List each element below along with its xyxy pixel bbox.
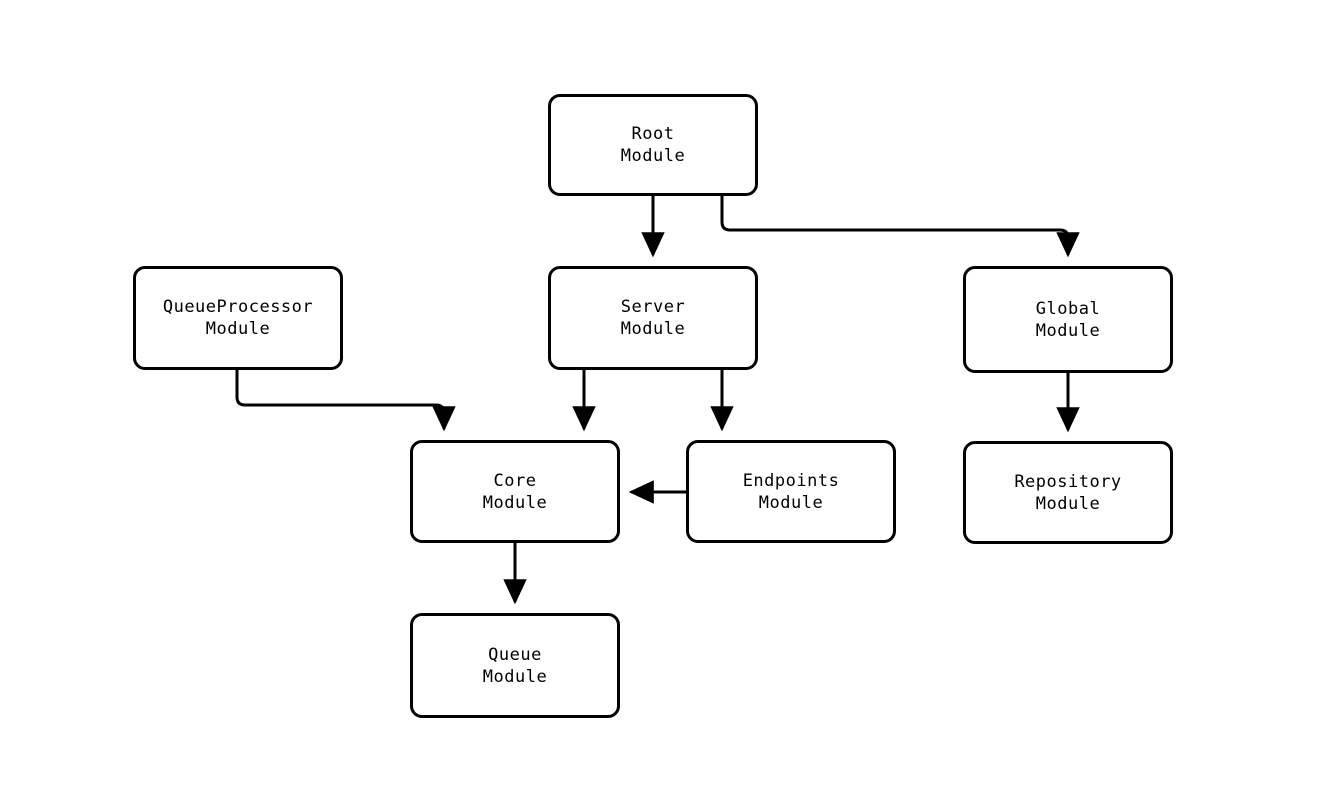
node-root-module[interactable]: Root Module (548, 94, 758, 196)
node-queue-module-label-line2: Module (482, 666, 548, 687)
node-repository-module-label-line2: Module (1035, 493, 1101, 514)
node-global-module-label-line1: Global (1035, 298, 1101, 319)
node-queue-module-label-line1: Queue (488, 644, 542, 665)
edge-queueprocessor-to-core (235, 370, 456, 432)
edge-root-to-global (720, 196, 1080, 258)
node-global-module-label-line2: Module (1035, 320, 1101, 341)
node-endpoints-module[interactable]: Endpoints Module (686, 440, 896, 543)
node-repository-module[interactable]: Repository Module (963, 441, 1173, 544)
node-server-module-label-line1: Server (620, 297, 686, 317)
node-endpoints-module-label-line2: Module (758, 492, 824, 513)
node-server-module[interactable]: Server Module (548, 266, 758, 370)
node-core-module-label-line2: Module (482, 492, 548, 513)
node-core-module[interactable]: Core Module (410, 440, 620, 543)
node-queueprocessor-module-label-line2: Module (205, 319, 271, 339)
node-root-module-label-line2: Module (620, 146, 686, 166)
node-server-module-label-line2: Module (620, 319, 686, 339)
node-queue-module[interactable]: Queue Module (410, 613, 620, 718)
node-root-module-label-line1: Root (631, 124, 675, 144)
node-global-module[interactable]: Global Module (963, 266, 1173, 373)
node-queueprocessor-module[interactable]: QueueProcessor Module (133, 266, 343, 370)
node-core-module-label-line1: Core (493, 470, 537, 491)
node-endpoints-module-label-line1: Endpoints (742, 470, 840, 491)
node-queueprocessor-module-label-line1: QueueProcessor (162, 297, 314, 317)
node-repository-module-label-line1: Repository (1014, 471, 1122, 492)
